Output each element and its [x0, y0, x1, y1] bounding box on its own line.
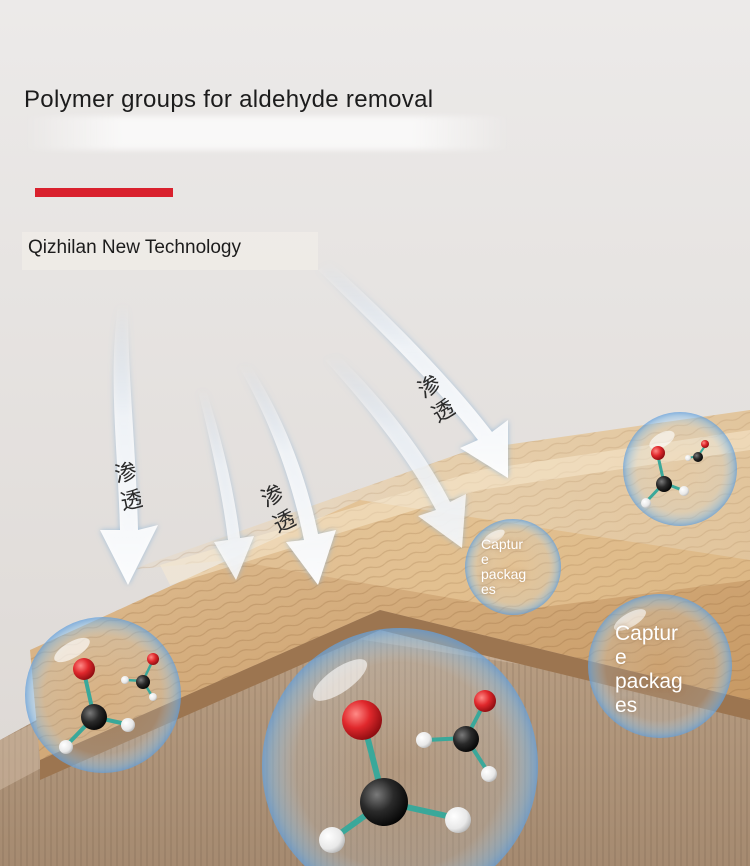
- formaldehyde-molecule-icon: [641, 440, 709, 508]
- capture-bubble-small: [465, 519, 561, 615]
- page-title: Polymer groups for aldehyde removal: [24, 86, 434, 113]
- title-underglow: [22, 116, 512, 150]
- capture-bubble-large: [588, 594, 732, 738]
- subtitle-background: [22, 232, 318, 270]
- formaldehyde-molecule-icon: [59, 653, 159, 754]
- molecule-bubble-icon: [623, 412, 737, 526]
- capture-label-large: Captur e packag es: [615, 622, 683, 717]
- molecule-bubble-icon: [262, 628, 538, 866]
- penetration-arrow-icon: [100, 262, 508, 585]
- accent-divider: [35, 188, 173, 197]
- brand-subtitle: Qizhilan New Technology: [28, 237, 241, 258]
- capture-label-small: Captur e packag es: [481, 536, 527, 597]
- molecule-bubble-icon: [25, 617, 181, 773]
- formaldehyde-molecule-icon: [319, 690, 497, 853]
